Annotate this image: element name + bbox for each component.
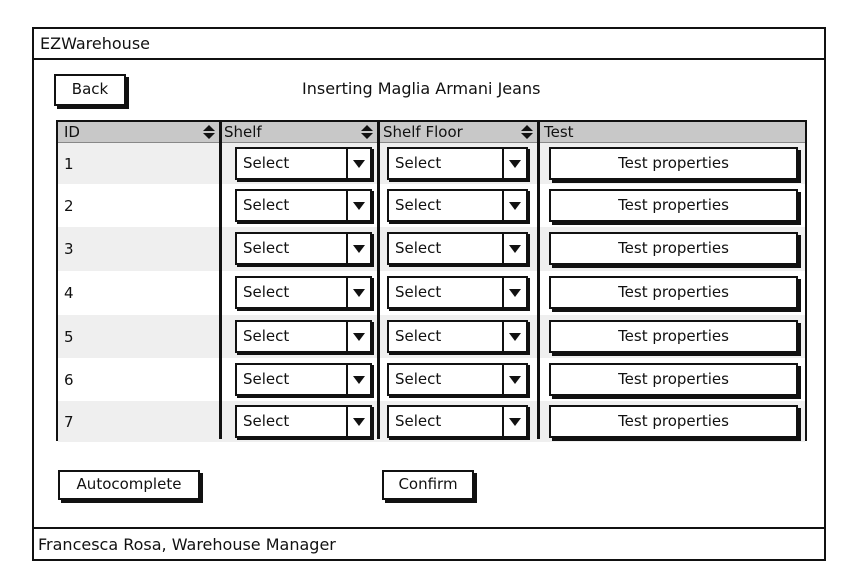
shelf-select-value: Select [243, 412, 290, 430]
shelf-select[interactable]: Select [235, 405, 372, 438]
page-title: Inserting Maglia Armani Jeans [302, 79, 541, 98]
sort-icon[interactable] [361, 125, 373, 139]
chevron-down-icon[interactable] [346, 407, 370, 436]
row-id: 2 [64, 197, 74, 215]
chevron-down-icon[interactable] [502, 149, 526, 178]
column-header-test[interactable]: Test [539, 122, 805, 143]
test-properties-button[interactable]: Test properties [549, 232, 798, 265]
row-id: 3 [64, 240, 74, 258]
table-row: 3 Select Select Test properties [58, 227, 805, 271]
shelf-select[interactable]: Select [235, 320, 372, 353]
shelf-select-value: Select [243, 239, 290, 257]
shelf-select[interactable]: Select [235, 189, 372, 222]
shelf-floor-select-value: Select [395, 283, 442, 301]
chevron-down-icon[interactable] [502, 278, 526, 307]
shelf-select-value: Select [243, 154, 290, 172]
window-title: EZWarehouse [34, 29, 824, 60]
column-divider [377, 122, 380, 439]
column-header-test-label: Test [544, 123, 574, 141]
chevron-down-icon[interactable] [346, 322, 370, 351]
chevron-down-icon[interactable] [502, 407, 526, 436]
app-window: EZWarehouse Back Inserting Maglia Armani… [32, 27, 826, 561]
row-id: 7 [64, 413, 74, 431]
column-header-id-label: ID [64, 123, 80, 141]
column-header-shelf-floor[interactable]: Shelf Floor [379, 122, 539, 143]
row-id: 5 [64, 328, 74, 346]
column-divider [219, 122, 222, 439]
chevron-down-icon[interactable] [346, 365, 370, 394]
row-id: 4 [64, 284, 74, 302]
sort-icon[interactable] [521, 125, 533, 139]
shelf-select[interactable]: Select [235, 276, 372, 309]
chevron-down-icon[interactable] [502, 322, 526, 351]
shelf-floor-select[interactable]: Select [387, 232, 528, 265]
chevron-down-icon[interactable] [502, 191, 526, 220]
confirm-button[interactable]: Confirm [382, 470, 474, 500]
shelf-floor-select-value: Select [395, 239, 442, 257]
chevron-down-icon[interactable] [346, 149, 370, 178]
test-properties-button[interactable]: Test properties [549, 363, 798, 396]
shelf-select-value: Select [243, 283, 290, 301]
shelf-floor-select[interactable]: Select [387, 405, 528, 438]
column-header-shelf-label: Shelf [224, 123, 262, 141]
shelf-select[interactable]: Select [235, 232, 372, 265]
test-properties-button[interactable]: Test properties [549, 147, 798, 180]
shelf-select-value: Select [243, 327, 290, 345]
autocomplete-button[interactable]: Autocomplete [58, 470, 200, 500]
column-header-id[interactable]: ID [58, 122, 221, 143]
column-divider [537, 122, 540, 439]
shelf-floor-select-value: Select [395, 412, 442, 430]
shelf-floor-select[interactable]: Select [387, 147, 528, 180]
column-header-shelf-floor-label: Shelf Floor [383, 123, 463, 141]
shelf-floor-select[interactable]: Select [387, 363, 528, 396]
shelf-floor-select-value: Select [395, 154, 442, 172]
back-button[interactable]: Back [54, 74, 126, 106]
table-row: 1 Select Select Test properties [58, 143, 805, 184]
shelf-floor-select-value: Select [395, 327, 442, 345]
column-header-shelf[interactable]: Shelf [221, 122, 379, 143]
shelf-select[interactable]: Select [235, 147, 372, 180]
shelf-select[interactable]: Select [235, 363, 372, 396]
shelf-floor-select-value: Select [395, 196, 442, 214]
table-row: 6 Select Select Test properties [58, 358, 805, 401]
table-row: 5 Select Select Test properties [58, 315, 805, 358]
row-id: 6 [64, 371, 74, 389]
chevron-down-icon[interactable] [346, 191, 370, 220]
row-id: 1 [64, 155, 74, 173]
chevron-down-icon[interactable] [502, 365, 526, 394]
shelf-select-value: Select [243, 370, 290, 388]
test-properties-button[interactable]: Test properties [549, 405, 798, 438]
test-properties-button[interactable]: Test properties [549, 320, 798, 353]
test-properties-button[interactable]: Test properties [549, 276, 798, 309]
chevron-down-icon[interactable] [502, 234, 526, 263]
shelf-floor-select-value: Select [395, 370, 442, 388]
sort-icon[interactable] [203, 125, 215, 139]
shelf-floor-select[interactable]: Select [387, 189, 528, 222]
test-properties-button[interactable]: Test properties [549, 189, 798, 222]
shelf-floor-select[interactable]: Select [387, 320, 528, 353]
shelf-floor-select[interactable]: Select [387, 276, 528, 309]
table-row: 7 Select Select Test properties [58, 401, 805, 442]
table-row: 4 Select Select Test properties [58, 271, 805, 315]
shelf-select-value: Select [243, 196, 290, 214]
chevron-down-icon[interactable] [346, 278, 370, 307]
status-bar-user: Francesca Rosa, Warehouse Manager [34, 527, 824, 559]
chevron-down-icon[interactable] [346, 234, 370, 263]
table-row: 2 Select Select Test properties [58, 184, 805, 227]
